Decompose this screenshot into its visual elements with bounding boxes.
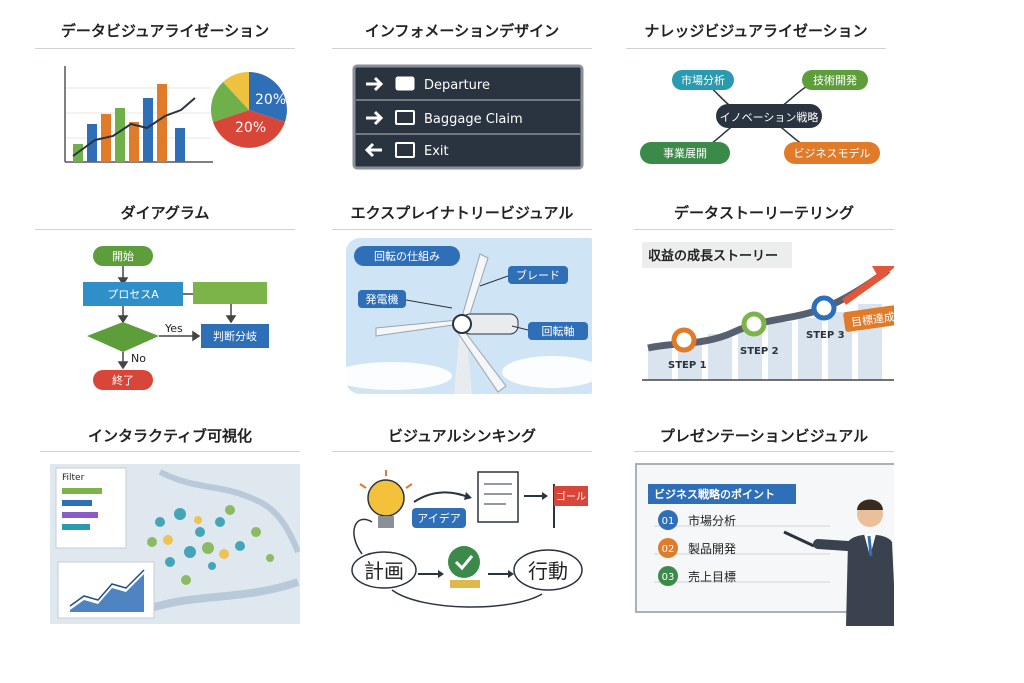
- divider: [35, 48, 295, 49]
- luggage-icon: [395, 110, 415, 125]
- divider: [35, 229, 295, 230]
- step-label: STEP 3: [806, 330, 845, 341]
- node-label: 事業展開: [663, 147, 707, 160]
- map-dashboard-illustration: Filter: [50, 464, 300, 624]
- step-label: STEP 1: [668, 360, 707, 371]
- chart-title: 収益の成長ストーリー: [648, 248, 778, 264]
- signage-illustration: Departure Baggage Claim Exit: [352, 64, 584, 170]
- divider: [332, 229, 592, 230]
- growth-story-illustration: 収益の成長ストーリー STEP 1 STEP 2 STEP 3 目標達成!: [642, 242, 894, 381]
- sign-label: Exit: [424, 144, 449, 159]
- arrow-right-icon: [366, 76, 384, 92]
- visual-thinking-illustration: アイデア ゴール 計画 行動: [351, 470, 588, 608]
- item-text: 製品開発: [688, 542, 736, 556]
- bar: [115, 108, 125, 162]
- card-title: データストーリーテリング: [673, 204, 854, 222]
- bar: [143, 98, 153, 162]
- card-title: ビジュアルシンキング: [387, 427, 537, 445]
- flowchart-illustration: 開始 プロセスA 判断分岐 Yes No 終了: [83, 246, 269, 390]
- callout-label: 回転軸: [542, 324, 575, 338]
- callout-label: ブレード: [516, 268, 560, 282]
- pie-label: 20%: [255, 92, 286, 108]
- plan-label: 計画: [364, 559, 404, 583]
- action-label: 行動: [528, 559, 568, 583]
- presentation-illustration: ビジネス戦略のポイント 01 市場分析 02 製品開発 03 売上目標: [635, 463, 894, 626]
- presenter-figure: [813, 499, 894, 626]
- mindmap-illustration: イノベーション戦略 市場分析 技術開発 事業展開 ビジネスモデル: [640, 70, 880, 164]
- bar: [129, 122, 139, 162]
- lightbulb-icon: [367, 479, 405, 517]
- bar: [175, 128, 185, 162]
- filter-label: Filter: [62, 473, 85, 483]
- divider: [626, 48, 886, 49]
- sign-label: Departure: [424, 78, 490, 93]
- arrow-right-icon: [366, 110, 384, 126]
- exit-icon: [395, 142, 415, 158]
- item-number: 03: [662, 572, 675, 583]
- card-title: データビジュアライゼーション: [60, 22, 270, 40]
- node-label: 市場分析: [681, 73, 725, 87]
- wind-turbine-illustration: 回転の仕組み ブレード 発電機 回転軸: [332, 238, 592, 394]
- sign-label: Baggage Claim: [424, 112, 523, 127]
- divider: [634, 451, 894, 452]
- goal-label: ゴール: [556, 490, 586, 503]
- tree-icon: [448, 546, 480, 578]
- card-title: エクスプレイナトリービジュアル: [350, 204, 574, 222]
- edge-label: Yes: [164, 322, 183, 335]
- pie-label: 20%: [235, 120, 266, 136]
- item-number: 02: [662, 544, 675, 555]
- pointer-icon: [783, 530, 815, 548]
- item-text: 売上目標: [688, 569, 736, 584]
- divider: [332, 48, 592, 49]
- node-label: プロセスA: [107, 288, 159, 301]
- divider: [332, 451, 592, 452]
- callout-label: 発電機: [366, 292, 399, 306]
- node-label: 判断分岐: [213, 329, 257, 343]
- card-title: ダイアグラム: [120, 204, 210, 222]
- node-label: 開始: [112, 249, 134, 263]
- card-title: インタラクティブ可視化: [87, 427, 253, 445]
- plane-icon: [395, 76, 415, 91]
- item-text: 市場分析: [688, 513, 736, 528]
- board-title: ビジネス戦略のポイント: [654, 487, 775, 501]
- callout-label: 回転の仕組み: [374, 250, 440, 263]
- document-icon: [477, 471, 519, 523]
- divider: [40, 451, 300, 452]
- node-label: 技術開発: [813, 73, 857, 87]
- node-label: 終了: [112, 373, 134, 387]
- bar: [157, 84, 167, 162]
- center-node: イノベーション戦略: [720, 110, 819, 124]
- item-number: 01: [662, 516, 675, 527]
- divider: [634, 229, 894, 230]
- node-label: ビジネスモデル: [794, 146, 871, 160]
- edge-label: No: [131, 352, 146, 365]
- arrow-left-icon: [364, 142, 382, 158]
- idea-label: アイデア: [417, 511, 460, 525]
- card-title: プレゼンテーションビジュアル: [659, 427, 869, 445]
- card-title: ナレッジビジュアライゼーション: [644, 22, 868, 40]
- card-title: インフォメーションデザイン: [364, 22, 560, 40]
- bar-pie-illustration: 20% 20%: [64, 66, 287, 163]
- flag-icon: [554, 486, 588, 506]
- step-label: STEP 2: [740, 346, 779, 357]
